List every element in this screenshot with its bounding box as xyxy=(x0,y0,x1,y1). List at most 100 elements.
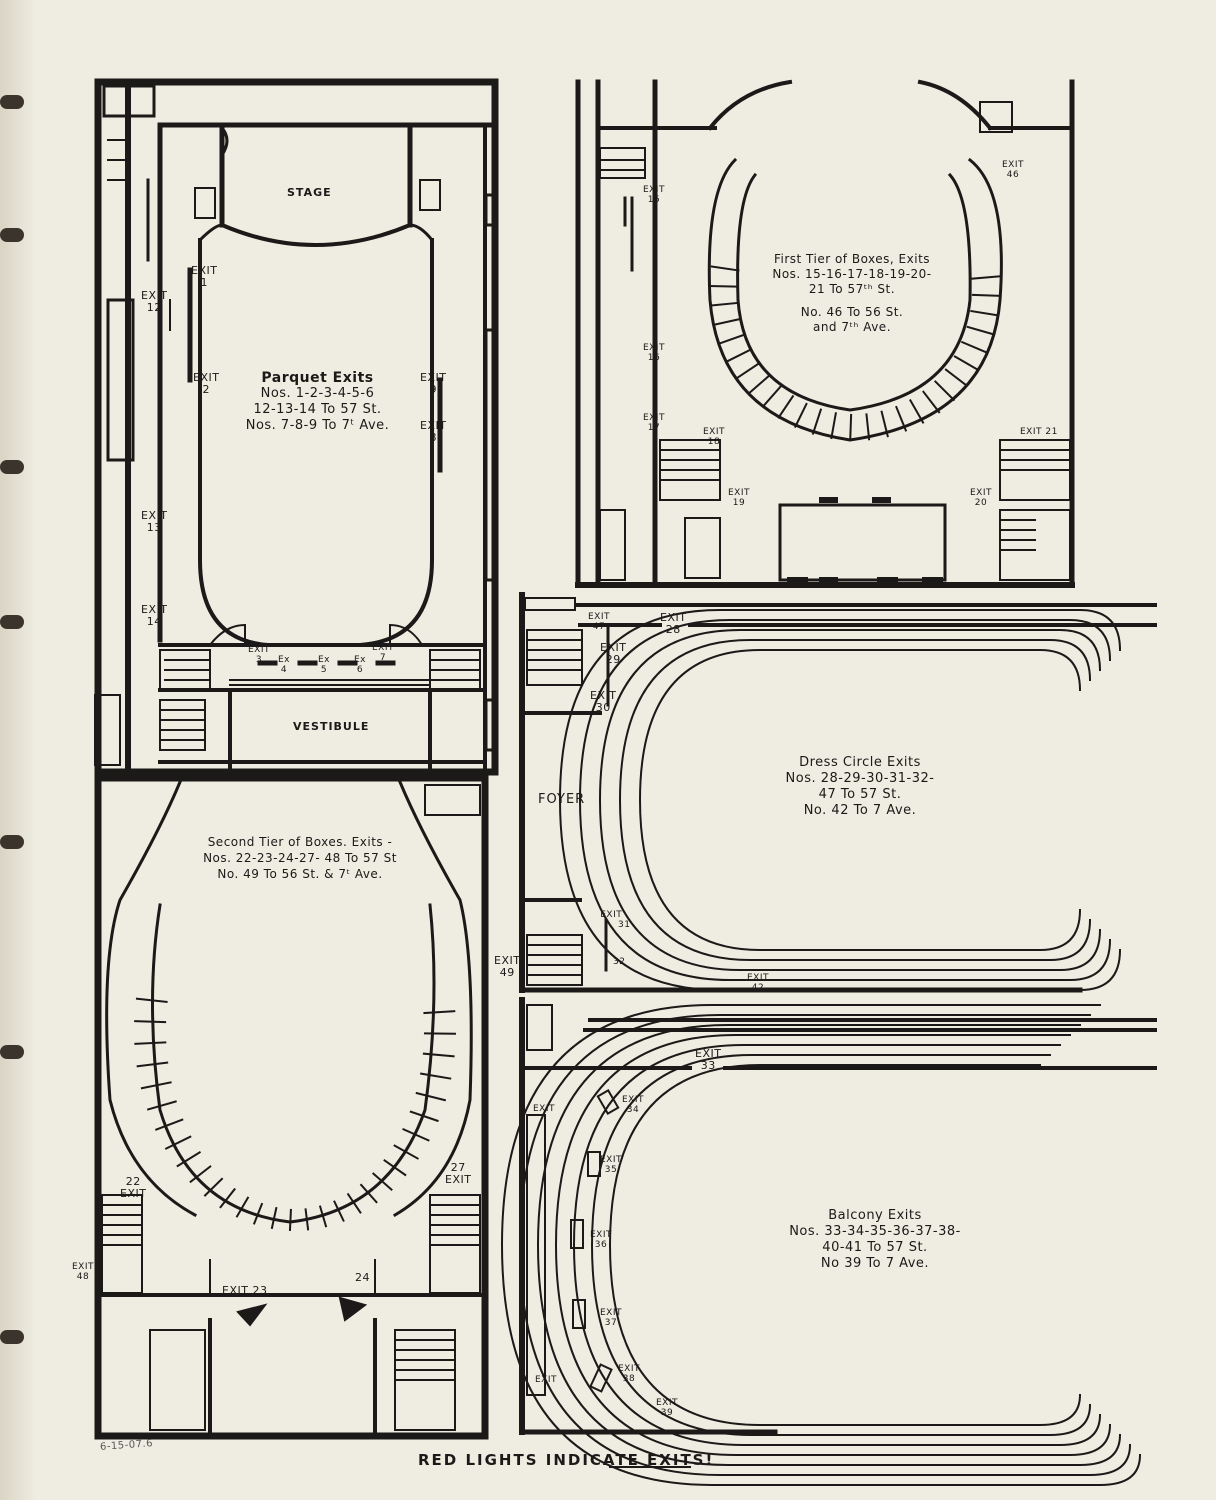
binding-ring xyxy=(0,460,24,474)
box-partition xyxy=(140,1081,172,1090)
second-tier-block: Second Tier of Boxes. Exits - Nos. 22-23… xyxy=(160,834,440,882)
box-partition xyxy=(409,1110,439,1123)
aisle-curve xyxy=(536,1024,1122,1466)
dress-circle-block: Dress Circle Exits Nos. 28-29-30-31-32- … xyxy=(745,755,975,819)
aisle-curve xyxy=(618,639,1092,961)
box-partition xyxy=(971,275,1001,280)
box-partition xyxy=(944,368,969,388)
dress-circle-line: Nos. 28-29-30-31-32- xyxy=(785,771,935,786)
exit-24-label: 24 xyxy=(355,1271,370,1284)
first-tier-plan xyxy=(575,79,1075,588)
aisle-curve xyxy=(500,1004,1142,1486)
balcony-plan xyxy=(500,997,1157,1486)
balcony-line: 40-41 To 57 St. xyxy=(822,1240,928,1255)
second-tier-line: Second Tier of Boxes. Exits - xyxy=(207,835,393,849)
box-partition xyxy=(709,301,739,307)
aisle-curve xyxy=(1038,648,1082,692)
box-partition xyxy=(922,390,941,414)
binding-ring xyxy=(0,95,24,109)
box-partition xyxy=(304,1208,310,1231)
box-partition xyxy=(777,394,795,419)
box-partition xyxy=(402,1127,430,1142)
box-partition xyxy=(726,348,753,363)
box-partition xyxy=(865,413,871,441)
box-partition xyxy=(203,1177,224,1197)
box-partition xyxy=(971,293,1001,297)
aisle-curve xyxy=(608,1064,1082,1426)
binding-ring xyxy=(0,835,24,849)
box-partition xyxy=(146,1100,177,1111)
parquet-exits-line: 12-13-14 To 57 St. xyxy=(253,402,382,417)
box-partition xyxy=(371,1172,393,1191)
box-partition xyxy=(235,1196,250,1218)
box-partition xyxy=(154,1118,184,1131)
box-partition xyxy=(134,1041,167,1045)
box-partition xyxy=(423,1010,456,1015)
box-partition xyxy=(712,317,742,326)
box-partition xyxy=(960,340,989,354)
foyer-label: FOYER xyxy=(538,792,586,807)
dress-circle-line: No. 42 To 7 Ave. xyxy=(803,803,917,818)
box-partition xyxy=(953,355,980,372)
box-partition xyxy=(933,380,956,402)
first-tier-line: No. 46 To 56 St. xyxy=(800,305,904,319)
first-tier-block: First Tier of Boxes, Exits Nos. 15-16-17… xyxy=(757,252,947,335)
box-partition xyxy=(189,1165,212,1184)
first-tier-line: 21 To 57ᵗʰ St. xyxy=(808,282,896,296)
dress-circle-line: 47 To 57 St. xyxy=(818,787,902,802)
box-partition xyxy=(270,1206,278,1230)
binding-ring xyxy=(0,228,24,242)
box-partition xyxy=(419,1072,452,1080)
box-partition xyxy=(422,1052,455,1058)
box-partition xyxy=(346,1192,362,1214)
balcony-line: Balcony Exits xyxy=(828,1208,922,1223)
aisle-curve xyxy=(598,629,1102,971)
aisle-curve xyxy=(1068,618,1112,662)
box-partition xyxy=(359,1183,378,1204)
box-partition xyxy=(134,1020,167,1024)
balcony-exit-left-top-label: EXIT xyxy=(533,1104,556,1114)
parquet-plan xyxy=(94,78,499,776)
aisle-curve xyxy=(590,1054,1092,1436)
balcony-block: Balcony Exits Nos. 33-34-35-36-37-38- 40… xyxy=(765,1208,985,1272)
aisle-curve xyxy=(1058,628,1102,672)
second-tier-line: Nos. 22-23-24-27- 48 To 57 St xyxy=(203,851,397,865)
first-tier-line: and 7ᵗʰ Ave. xyxy=(812,320,892,334)
aisle-curve xyxy=(1078,608,1122,652)
first-tier-line: Nos. 15-16-17-18-19-20- xyxy=(772,267,932,281)
box-partition xyxy=(748,374,771,395)
box-partition xyxy=(219,1187,236,1209)
box-partition xyxy=(966,325,995,336)
box-partition xyxy=(252,1202,264,1225)
first-tier-line: First Tier of Boxes, Exits xyxy=(773,252,931,266)
box-partition xyxy=(333,1200,345,1222)
aisle-curve xyxy=(638,649,1082,951)
balcony-exit-left-bottom-label: EXIT xyxy=(535,1375,558,1385)
box-partition xyxy=(880,410,889,438)
